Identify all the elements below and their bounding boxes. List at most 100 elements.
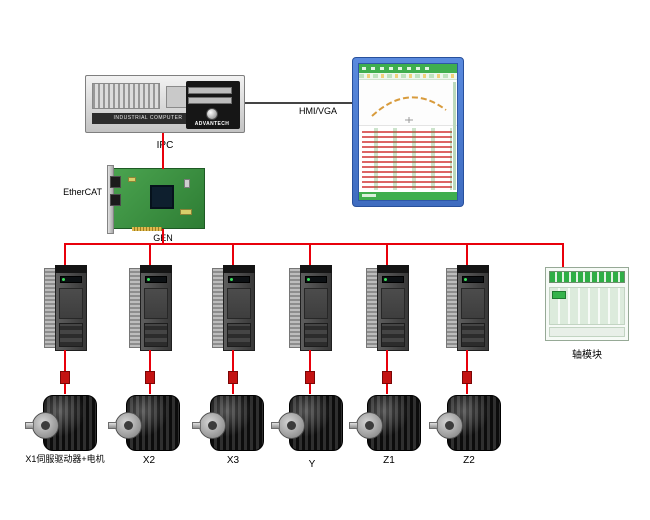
servo-motor-z2 <box>429 392 502 456</box>
axis-io-module <box>545 267 629 341</box>
hmi-scrollbar <box>453 82 456 190</box>
axis-label-z2: Z2 <box>463 455 475 466</box>
motor-shaft <box>429 422 438 429</box>
hmi-vga-label: HMI/VGA <box>298 106 337 116</box>
pci-edge-connector <box>132 227 162 231</box>
axis-module-label: 轴模块 <box>572 350 602 361</box>
axis-label-x2: X2 <box>142 455 156 466</box>
servo-motor-x2 <box>108 392 181 456</box>
drive-display <box>305 276 327 283</box>
drive-status-led <box>464 278 467 281</box>
drive-top-cap <box>55 265 87 273</box>
hmi-data-rows <box>359 126 457 192</box>
motor-hub <box>365 421 374 430</box>
servo-motor-x3 <box>192 392 265 456</box>
hmi-toolpath-view <box>359 80 457 126</box>
ipc-label: IPC <box>156 140 174 151</box>
industrial-pc: INDUSTRIAL COMPUTER ADVANTECH <box>85 75 245 133</box>
motor-cable-connector <box>462 371 472 384</box>
drive-top-cap <box>300 265 332 273</box>
servo-drive-z2 <box>446 265 489 351</box>
axis-label-y: Y <box>308 459 316 470</box>
motor-flange <box>356 412 383 439</box>
axis-module-terminals <box>549 271 625 283</box>
drive-top-cap <box>223 265 255 273</box>
drive-display <box>462 276 484 283</box>
motor-shaft <box>349 422 358 429</box>
wire-ipc-to-card <box>162 133 164 169</box>
card-component <box>180 209 192 215</box>
ethercat-label: EtherCAT <box>63 187 102 197</box>
motor-shaft <box>108 422 117 429</box>
hmi-menu-bar <box>359 73 457 80</box>
motor-hub <box>124 421 133 430</box>
motor-cable-connector <box>228 371 238 384</box>
motor-hub <box>41 421 50 430</box>
wire-bus-drop-axis-module <box>562 244 564 268</box>
drive-status-led <box>147 278 150 281</box>
ipc-front-panel: ADVANTECH <box>186 81 240 129</box>
servo-motor-y <box>271 392 344 456</box>
motor-hub <box>445 421 454 430</box>
motor-shaft <box>25 422 34 429</box>
motor-shaft <box>271 422 280 429</box>
ipc-drive-bay <box>188 97 232 104</box>
hmi-title-bar <box>359 64 457 73</box>
drive-connectors <box>227 323 251 347</box>
card-component <box>184 179 190 188</box>
wire-bus-drop-z1 <box>386 244 388 266</box>
ethercat-port-in <box>110 176 121 188</box>
card-component <box>128 177 136 182</box>
motor-flange <box>278 412 305 439</box>
hmi-screen <box>358 63 458 201</box>
wire-card-to-bus <box>162 229 164 245</box>
ipc-power-button <box>206 108 218 120</box>
drive-status-led <box>62 278 65 281</box>
drive-top-cap <box>377 265 409 273</box>
motor-flange <box>32 412 59 439</box>
drive-display <box>382 276 404 283</box>
drive-front-panel <box>304 288 328 319</box>
wire-bus-drop-y <box>309 244 311 266</box>
drive-connectors <box>144 323 168 347</box>
drive-connectors <box>59 323 83 347</box>
axis-module-base <box>549 327 625 337</box>
hmi-monitor <box>352 57 464 207</box>
drive-status-led <box>384 278 387 281</box>
motor-cable-connector <box>382 371 392 384</box>
drive-display <box>228 276 250 283</box>
drive-status-led <box>307 278 310 281</box>
motor-hub <box>287 421 296 430</box>
drive-connectors <box>304 323 328 347</box>
drive-top-cap <box>457 265 489 273</box>
drive-front-panel <box>59 288 83 319</box>
servo-motor-x1 <box>25 392 98 456</box>
motor-flange <box>436 412 463 439</box>
servo-motor-z1 <box>349 392 422 456</box>
axis-module-led <box>552 291 566 299</box>
axis-label-z1: Z1 <box>383 455 395 466</box>
ipc-model-band: INDUSTRIAL COMPUTER <box>92 113 204 124</box>
motor-shaft <box>192 422 201 429</box>
wire-ipc-to-monitor <box>245 102 352 104</box>
wire-bus-horizontal <box>64 243 564 245</box>
drive-connectors <box>461 323 485 347</box>
wire-bus-drop-z2 <box>466 244 468 266</box>
drive-status-led <box>230 278 233 281</box>
motor-cable-connector <box>305 371 315 384</box>
drive-front-panel <box>144 288 168 319</box>
drive-front-panel <box>381 288 405 319</box>
wire-bus-drop-x3 <box>232 244 234 266</box>
toolpath-arc <box>371 96 447 123</box>
drive-display <box>145 276 167 283</box>
drive-front-panel <box>461 288 485 319</box>
wire-bus-drop-x1 <box>64 244 66 266</box>
axis-label-x3: X3 <box>226 455 240 466</box>
servo-drive-x2 <box>129 265 172 351</box>
servo-drive-x1 <box>44 265 87 351</box>
drive-top-cap <box>140 265 172 273</box>
motor-hub <box>208 421 217 430</box>
drive-front-panel <box>227 288 251 319</box>
servo-drive-z1 <box>366 265 409 351</box>
